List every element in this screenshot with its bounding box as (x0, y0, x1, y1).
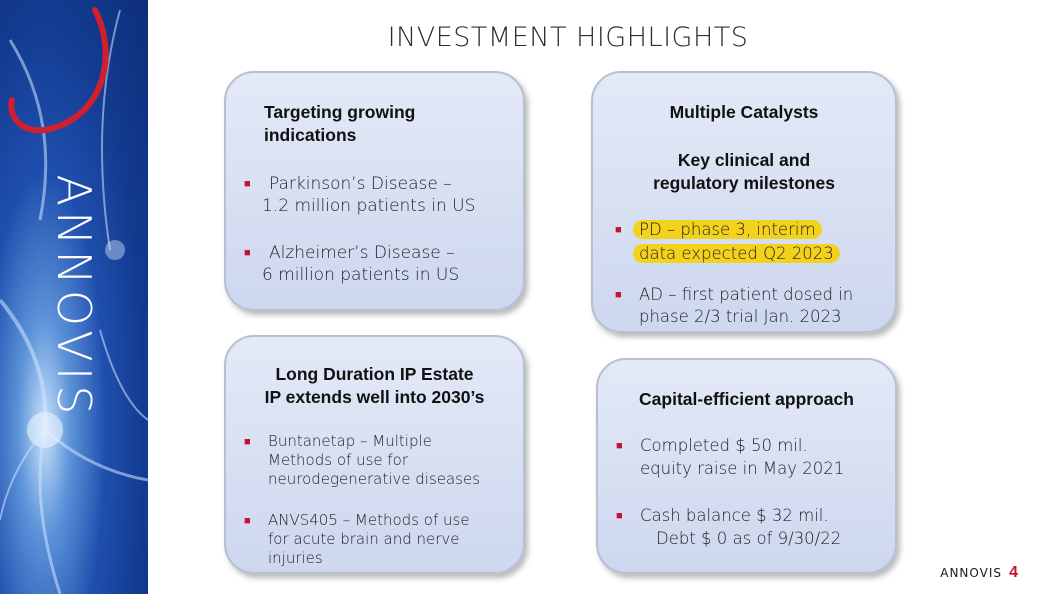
logo-swoosh-icon (8, 7, 109, 134)
brand-band: ANNOVIS (0, 0, 148, 594)
footer-logo: ANNOVIS (940, 566, 1002, 580)
list-item: ■ PD – phase 3, interim data expected Q2… (615, 218, 895, 266)
card-subheading: Key clinical and regulatory milestones (653, 150, 835, 193)
neuron-background-image (0, 9, 148, 594)
bullet-icon: ■ (244, 246, 251, 259)
bullet-icon: ■ (615, 288, 622, 301)
list-item: ■ AD – first patient dosed in phase 2/3 … (615, 285, 854, 326)
bullet-icon: ■ (616, 509, 623, 522)
bullet-icon: ■ (244, 177, 251, 190)
card-capital: Capital-efficient approach ■ Completed $… (596, 358, 897, 574)
bullet-list: ■ Completed $ 50 mil. equity raise in Ma… (616, 434, 896, 550)
page-title: INVESTMENT HIGHLIGHTS (387, 22, 749, 53)
bullet-list: ■ Buntanetap – Multiple Methods of use f… (244, 432, 524, 568)
list-item: ■ Buntanetap – Multiple Methods of use f… (244, 432, 481, 488)
bullet-list: ■ Parkinson’s Disease – 1.2 million pati… (244, 173, 514, 286)
card-heading: Targeting growing indications (264, 102, 416, 145)
card-heading: Multiple Catalysts (669, 102, 819, 122)
brand-logo: ANNOVIS (47, 174, 101, 420)
list-item: ■ Cash balance $ 32 mil. Debt $ 0 as of … (616, 506, 842, 548)
bullet-list: ■ PD – phase 3, interim data expected Q2… (615, 218, 895, 328)
list-item: ■ Alzheimer’s Disease – 6 million patien… (244, 243, 460, 285)
bullet-icon: ■ (615, 223, 622, 236)
card-heading: Long Duration IP Estate IP extends well … (264, 364, 485, 407)
highlighted-text: data expected Q2 2023 (633, 244, 840, 263)
highlighted-text: PD – phase 3, interim (633, 220, 822, 239)
list-item: ■ Completed $ 50 mil. equity raise in Ma… (616, 436, 845, 478)
bullet-icon: ■ (244, 514, 251, 527)
bullet-icon: ■ (244, 435, 251, 448)
list-item: ■ ANVS405 – Methods of use for acute bra… (244, 511, 470, 567)
list-item: ■ Parkinson’s Disease – 1.2 million pati… (244, 174, 476, 216)
card-ip-estate: Long Duration IP Estate IP extends well … (224, 335, 525, 574)
card-heading: Capital-efficient approach (639, 389, 854, 409)
page-number: 4 (1009, 564, 1018, 581)
card-catalysts: Multiple Catalysts Key clinical and regu… (591, 71, 897, 333)
card-indications: Targeting growing indications ■ Parkinso… (224, 71, 525, 311)
bullet-icon: ■ (616, 439, 623, 452)
